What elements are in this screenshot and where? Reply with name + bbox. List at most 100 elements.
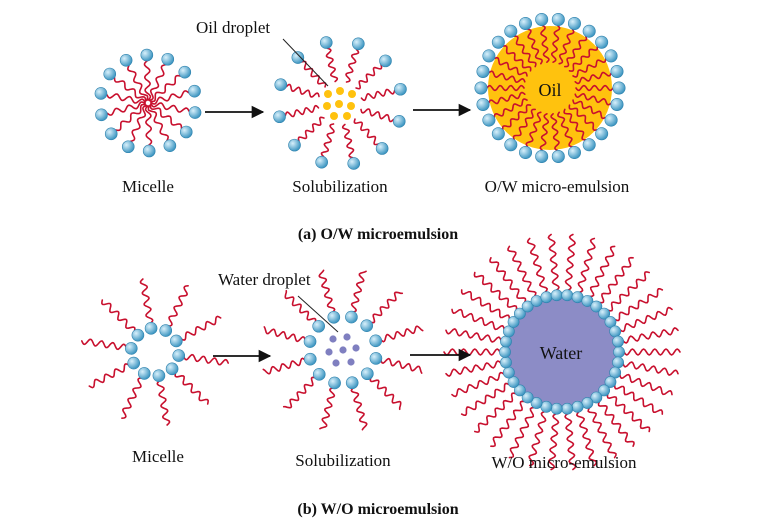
surfactant-tail — [489, 257, 527, 304]
surfactant-tail — [508, 406, 536, 459]
surfactant-tail — [486, 84, 525, 92]
surfactant-head — [604, 376, 617, 388]
surfactant-tail — [587, 406, 617, 459]
surfactant-head — [513, 307, 526, 320]
surfactant-head — [507, 316, 520, 328]
surfactant-tail — [150, 90, 190, 105]
surfactant-head — [291, 51, 305, 64]
surfactant-head — [104, 127, 118, 141]
surfactant-head — [345, 376, 359, 390]
surfactant-head — [345, 310, 358, 324]
surfactant-tail — [493, 56, 528, 77]
wo-solubilization-label: Solubilization — [295, 451, 391, 470]
surfactant-tail — [81, 338, 128, 351]
surfactant-tail — [502, 45, 532, 72]
surfactant-tail — [576, 410, 598, 467]
surfactant-tail — [513, 35, 537, 68]
surfactant-tail — [548, 412, 560, 471]
surfactant-head — [610, 98, 624, 112]
surfactant-tail — [557, 111, 574, 148]
surfactant-head — [95, 108, 108, 122]
surfactant-tail — [460, 382, 511, 416]
surfactant-head — [500, 356, 512, 369]
ow-solubilization-label: Solubilization — [292, 177, 388, 196]
surfactant-tail — [613, 288, 664, 322]
surfactant-tail — [474, 392, 517, 433]
surfactant-tail — [577, 237, 596, 294]
surfactant-tail — [297, 116, 325, 142]
surfactant-head — [159, 324, 173, 337]
surfactant-head — [172, 349, 186, 362]
surfactant-tail — [540, 24, 550, 63]
surfactant-tail — [345, 48, 360, 83]
ow-solubilization-structure — [273, 36, 407, 170]
surfactant-head — [127, 356, 140, 370]
surfactant-head — [604, 113, 618, 127]
surfactant-head — [482, 49, 496, 63]
surfactant-tail — [301, 60, 327, 88]
surfactant-head — [360, 319, 374, 332]
surfactant-tail — [575, 84, 614, 92]
water-droplet-pointer — [297, 295, 339, 333]
surfactant-head — [303, 352, 317, 366]
surfactant-head — [590, 391, 603, 404]
surfactant-head — [519, 146, 533, 160]
surfactant-tail — [350, 386, 368, 431]
surfactant-head — [327, 310, 341, 324]
surfactant-head — [550, 402, 563, 415]
surfactant-tail — [320, 123, 335, 158]
surfactant-head — [561, 289, 574, 302]
surfactant-tail — [512, 108, 536, 141]
surfactant-tail — [174, 371, 209, 405]
surfactant-head — [121, 140, 135, 154]
surfactant-tail — [353, 118, 379, 146]
surfactant-tail — [451, 371, 505, 398]
surfactant-tail — [325, 47, 339, 83]
surfactant-tail — [572, 57, 607, 78]
surfactant-tail — [319, 387, 336, 430]
surfactant-tail — [493, 98, 528, 119]
surfactant-tail — [139, 278, 154, 325]
surfactant-head — [142, 144, 156, 158]
surfactant-head — [161, 52, 175, 66]
surfactant-head — [144, 322, 158, 335]
oil-droplet-dot — [336, 87, 344, 95]
surfactant-head — [582, 24, 596, 38]
surfactant-tail — [262, 357, 307, 375]
water-droplet-dot — [332, 359, 340, 367]
surfactant-head — [482, 113, 496, 127]
surfactant-tail — [572, 99, 607, 120]
surfactant-head — [375, 142, 389, 155]
ow-micelle-structure — [94, 48, 202, 158]
surfactant-tail — [285, 83, 320, 98]
surfactant-tail — [369, 291, 404, 324]
surfactant-tail — [355, 64, 383, 90]
surfactant-head — [535, 149, 549, 163]
surfactant-head — [352, 37, 365, 51]
surfactant-tail — [539, 113, 549, 152]
surfactant-tail — [574, 93, 612, 106]
surfactant-tail — [284, 104, 320, 118]
surfactant-head — [521, 391, 534, 404]
surfactant-tail — [564, 412, 577, 471]
surfactant-tail — [526, 28, 543, 65]
surfactant-tail — [607, 271, 650, 312]
surfactant-head — [379, 54, 392, 68]
wo-micro-emulsion-label: W/O micro-emulsion — [492, 453, 637, 472]
surfactant-head — [581, 295, 594, 307]
water-droplet-dot — [339, 346, 347, 354]
surfactant-head — [604, 316, 617, 328]
surfactant-head — [312, 319, 325, 333]
water-droplet-dot — [343, 333, 351, 341]
wo-micelle-structure — [81, 278, 229, 426]
surfactant-head — [369, 334, 383, 348]
surfactant-head — [535, 13, 549, 27]
surfactant-tail — [369, 376, 402, 411]
surfactant-head — [609, 325, 622, 338]
surfactant-tail — [127, 64, 149, 102]
wo-solubilization-structure — [262, 269, 424, 431]
surfactant-head — [550, 289, 563, 302]
surfactant-tail — [473, 271, 518, 311]
surfactant-tail — [451, 308, 505, 331]
